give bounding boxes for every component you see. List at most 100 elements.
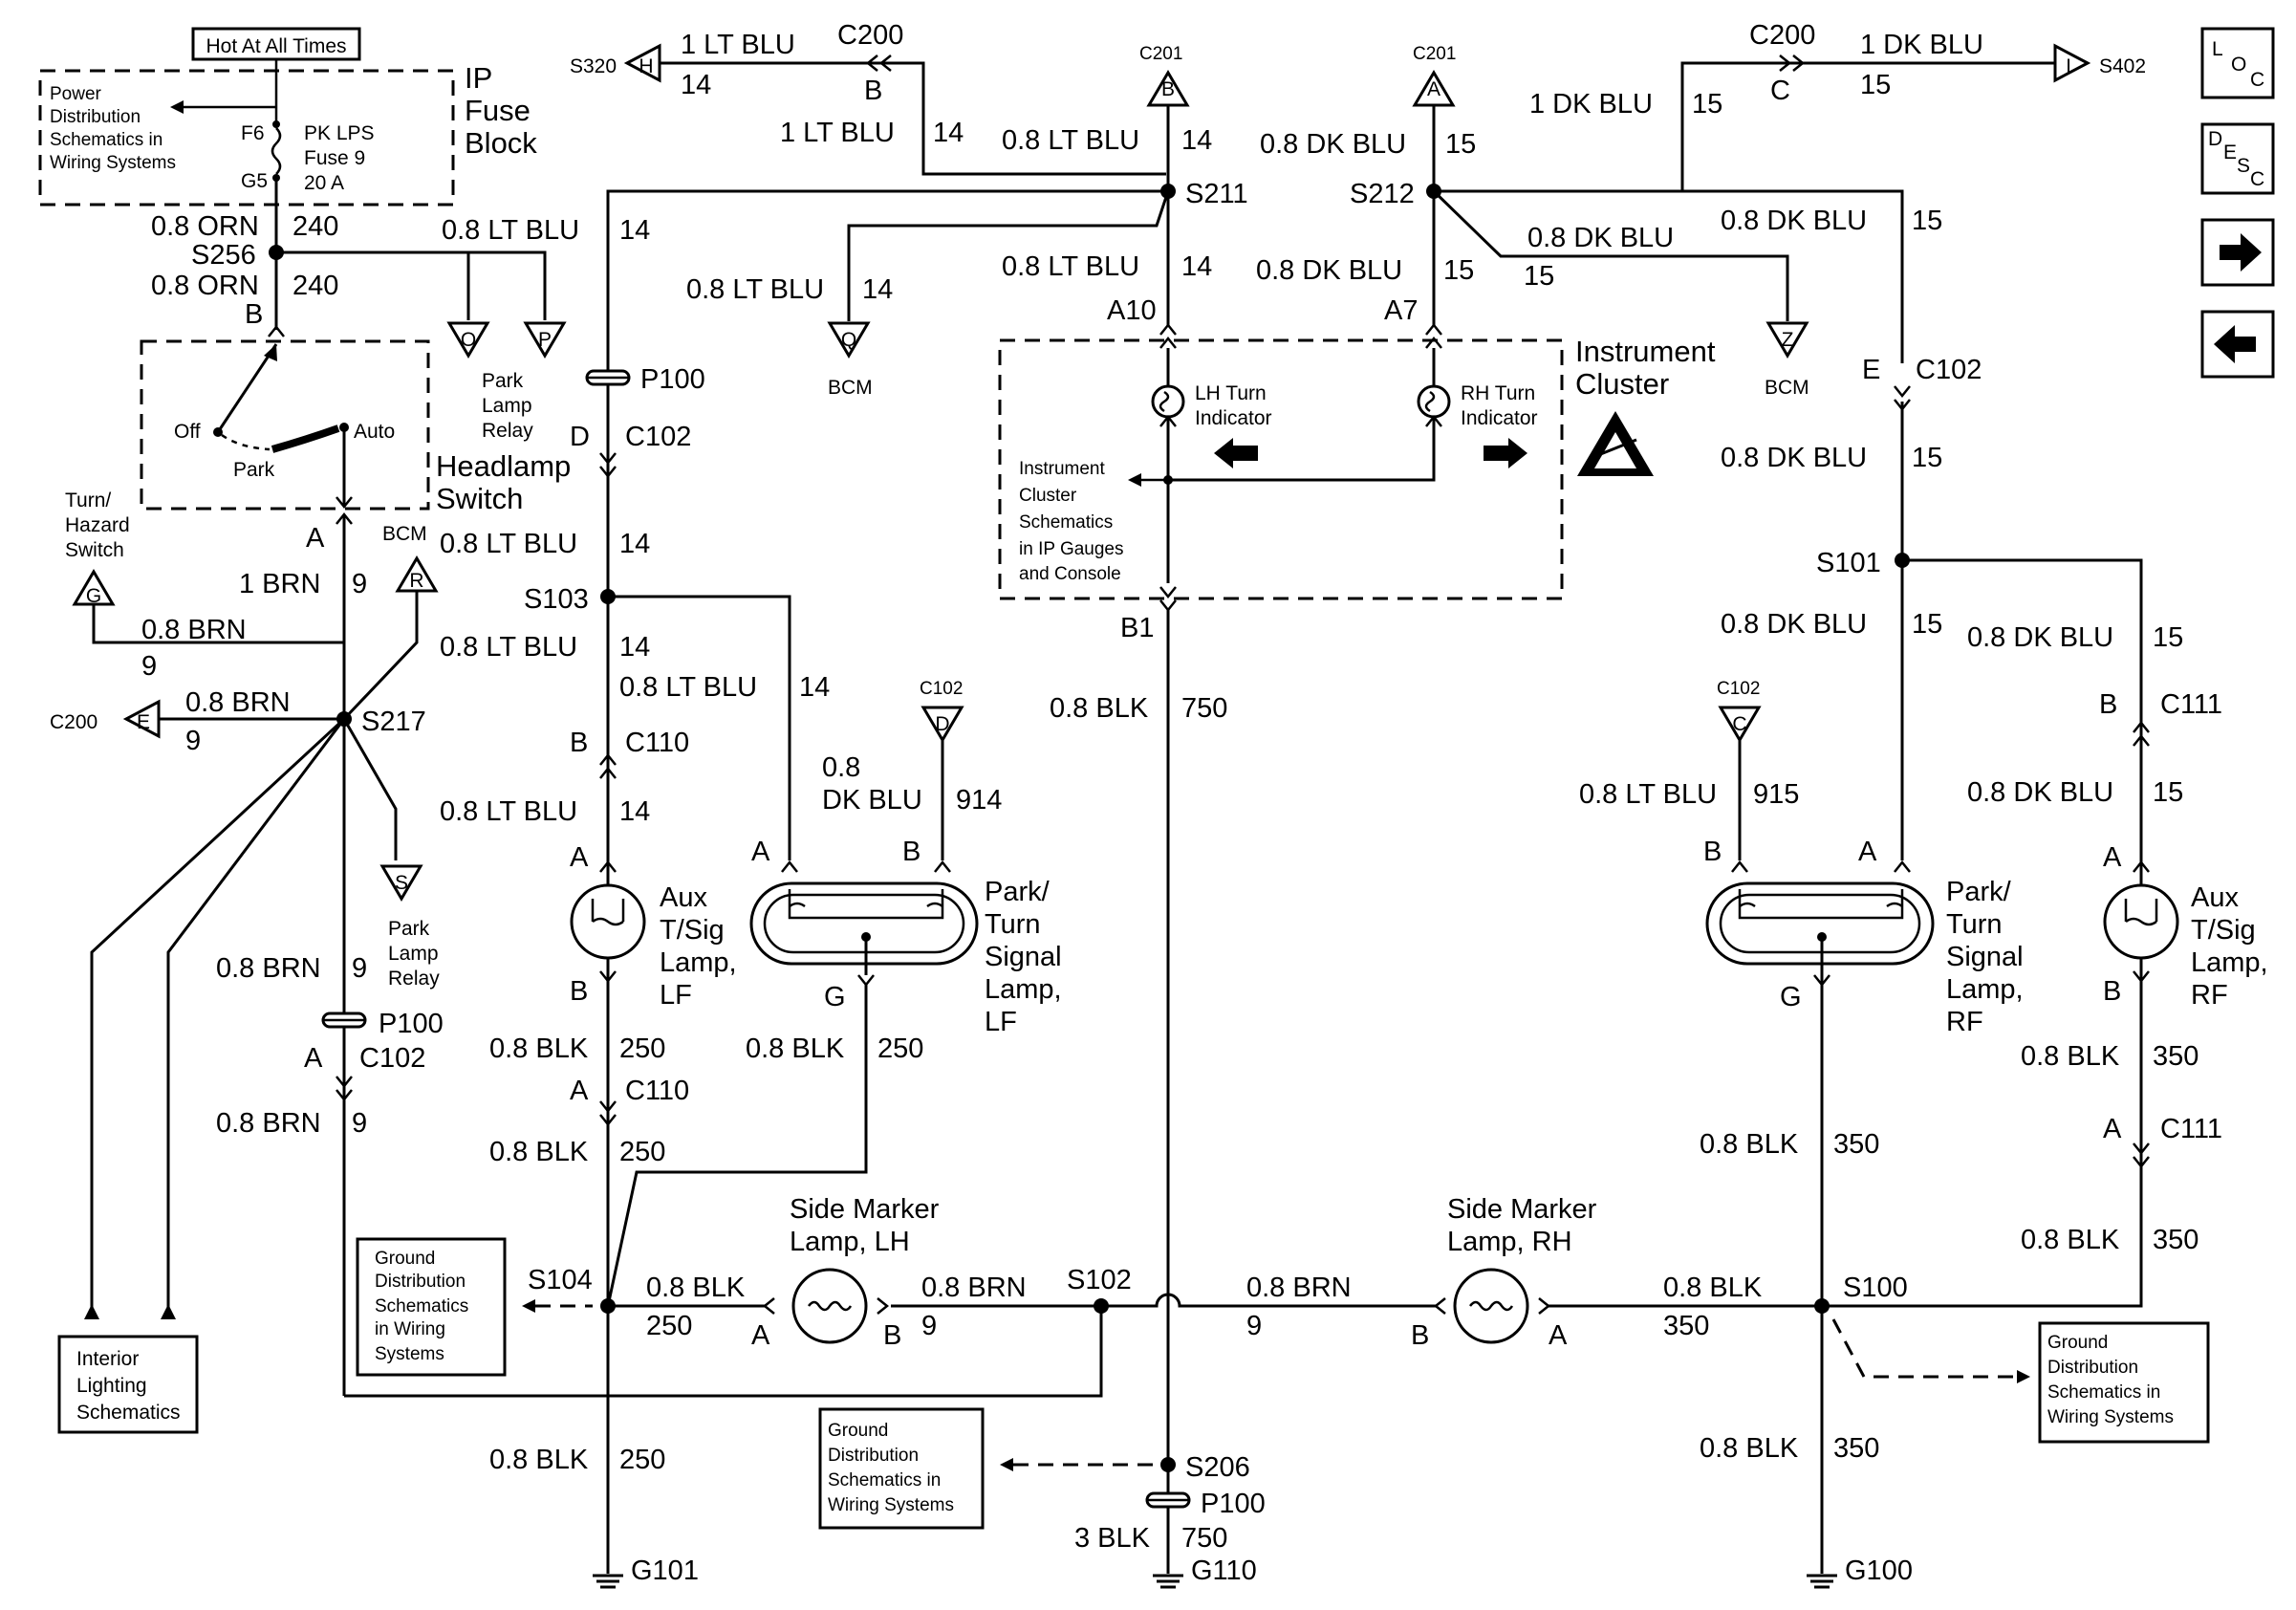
right-arrow-icon	[1484, 438, 1527, 468]
svg-text:G100: G100	[1845, 1556, 1913, 1586]
svg-text:S212: S212	[1350, 179, 1415, 209]
svg-text:L: L	[2212, 38, 2223, 60]
svg-text:250: 250	[877, 1033, 923, 1064]
svg-text:14: 14	[1181, 251, 1212, 282]
svg-text:9: 9	[1246, 1311, 1262, 1341]
svg-text:9: 9	[141, 651, 157, 682]
svg-text:14: 14	[619, 215, 650, 246]
svg-text:Switch: Switch	[436, 482, 523, 515]
svg-text:A: A	[2103, 842, 2122, 873]
svg-text:Systems: Systems	[375, 1344, 444, 1364]
esd-warning-icon	[1577, 411, 1654, 476]
dkblu-914-label: 0.8 DK BLU	[822, 752, 922, 816]
svg-text:0.8 BLK: 0.8 BLK	[489, 1445, 589, 1475]
side-marker-lamp-rh	[1453, 1268, 1529, 1344]
svg-text:Ground: Ground	[375, 1249, 435, 1269]
svg-text:Schematics: Schematics	[1019, 512, 1113, 533]
loc-button[interactable]: L O C	[2200, 27, 2275, 99]
svg-text:Lamp,: Lamp,	[2191, 947, 2268, 978]
ground-distribution-mid: Ground Distribution Schematics in Wiring…	[818, 1407, 985, 1530]
headlamp-switch-label: Headlamp Switch	[436, 449, 571, 515]
svg-text:A: A	[2103, 1114, 2122, 1144]
svg-text:0.8 LT BLU: 0.8 LT BLU	[1579, 779, 1717, 810]
svg-text:C111: C111	[2160, 689, 2222, 720]
svg-text:A: A	[570, 842, 589, 873]
svg-text:Distribution: Distribution	[2047, 1358, 2138, 1378]
svg-text:15: 15	[1524, 261, 1554, 292]
svg-text:I: I	[2066, 55, 2071, 77]
svg-text:B: B	[1703, 837, 1722, 867]
svg-text:B: B	[883, 1320, 901, 1351]
svg-text:B: B	[570, 728, 588, 758]
ip-fuse-block-outline	[38, 69, 455, 207]
svg-text:Fuse: Fuse	[465, 94, 531, 127]
svg-text:Ground: Ground	[828, 1421, 888, 1441]
svg-text:14: 14	[862, 274, 893, 305]
desc-button[interactable]: D E S C	[2200, 122, 2275, 195]
svg-text:G: G	[824, 982, 846, 1012]
svg-text:Q: Q	[841, 329, 856, 351]
svg-text:C: C	[1770, 76, 1790, 106]
svg-text:H: H	[639, 55, 653, 77]
next-page-button[interactable]	[2200, 218, 2275, 287]
svg-text:15: 15	[1912, 609, 1942, 640]
svg-text:0.8 BRN: 0.8 BRN	[216, 953, 321, 984]
svg-text:750: 750	[1181, 1523, 1227, 1554]
svg-text:0.8 BRN: 0.8 BRN	[185, 687, 291, 718]
svg-text:0.8 BLK: 0.8 BLK	[489, 1137, 589, 1167]
svg-text:S103: S103	[524, 584, 589, 615]
svg-text:P100: P100	[640, 364, 705, 395]
svg-text:P100: P100	[379, 1009, 444, 1039]
svg-text:Lamp: Lamp	[482, 395, 532, 417]
svg-text:0.8 BLK: 0.8 BLK	[2021, 1225, 2120, 1255]
svg-text:1 LT BLU: 1 LT BLU	[681, 30, 795, 60]
svg-text:Hot At All Times: Hot At All Times	[206, 35, 346, 57]
bcm-connector-q	[827, 321, 871, 359]
svg-text:G110: G110	[1191, 1556, 1257, 1586]
svg-text:Cluster: Cluster	[1575, 367, 1669, 401]
svg-text:9: 9	[921, 1311, 937, 1341]
svg-text:0.8 BLK: 0.8 BLK	[1700, 1129, 1799, 1160]
svg-text:E: E	[2223, 141, 2237, 163]
svg-text:R: R	[409, 570, 423, 592]
svg-text:Side Marker: Side Marker	[790, 1194, 940, 1225]
svg-text:Signal: Signal	[985, 942, 1062, 972]
svg-text:0.8 LT BLU: 0.8 LT BLU	[686, 274, 824, 305]
svg-text:G: G	[86, 585, 101, 607]
svg-text:914: 914	[956, 785, 1002, 816]
svg-text:C110: C110	[625, 728, 689, 758]
svg-text:Distribution: Distribution	[50, 107, 141, 127]
prev-page-button[interactable]	[2200, 310, 2275, 379]
park-lamp-relay-connector-p	[523, 321, 567, 359]
park-turn-signal-lamp-rf	[1705, 881, 1935, 966]
svg-text:250: 250	[619, 1137, 665, 1167]
svg-text:Relay: Relay	[388, 968, 440, 990]
svg-text:15: 15	[2153, 622, 2183, 653]
instrument-cluster-label: Instrument Cluster	[1575, 335, 1716, 401]
svg-text:1 DK BLU: 1 DK BLU	[1860, 30, 1983, 60]
svg-text:915: 915	[1753, 779, 1799, 810]
svg-text:Indicator: Indicator	[1461, 407, 1538, 429]
svg-text:14: 14	[619, 796, 650, 827]
svg-text:9: 9	[185, 726, 201, 756]
left-arrow-icon	[1214, 438, 1258, 468]
svg-text:D: D	[935, 713, 949, 735]
svg-text:Interior: Interior	[76, 1348, 139, 1370]
svg-text:A: A	[1427, 78, 1440, 100]
svg-text:250: 250	[619, 1445, 665, 1475]
svg-text:Aux: Aux	[660, 882, 707, 913]
splice-s206	[1160, 1457, 1176, 1472]
svg-text:Schematics in: Schematics in	[2047, 1382, 2160, 1403]
fuse-9-info: PK LPS Fuse 9 20 A	[304, 122, 375, 194]
svg-text:250: 250	[619, 1033, 665, 1064]
svg-text:0.8 BLK: 0.8 BLK	[2021, 1041, 2120, 1072]
svg-text:B: B	[864, 76, 882, 106]
svg-text:0.8 DK BLU: 0.8 DK BLU	[1256, 255, 1402, 286]
svg-text:Lamp, RH: Lamp, RH	[1447, 1227, 1572, 1257]
park-lamp-relay-connector-o	[446, 321, 490, 359]
ip-fuse-block-label: IP Fuse Block	[465, 61, 537, 160]
turn-hazard-switch-label: Turn/ Hazard Switch	[65, 490, 130, 561]
svg-text:350: 350	[1833, 1433, 1879, 1464]
rh-turn-indicator-label: RH Turn Indicator	[1461, 382, 1538, 429]
svg-text:Fuse 9: Fuse 9	[304, 147, 365, 169]
